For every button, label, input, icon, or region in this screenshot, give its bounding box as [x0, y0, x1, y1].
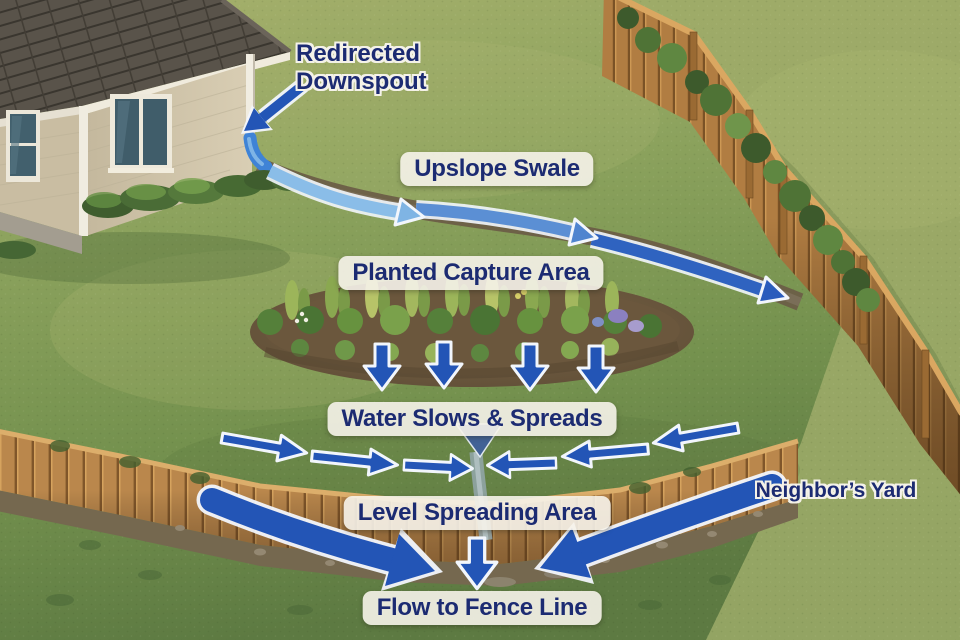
swale-flow-arrow [265, 162, 790, 305]
label-neighbors-yard: Neighbor’s Yard [755, 479, 917, 502]
side-fence [602, 0, 960, 495]
downspout-arrow [241, 78, 308, 134]
corner-trim [79, 106, 88, 236]
flow-arrows [196, 78, 790, 591]
downspout [246, 54, 255, 140]
label-planted-capture-area: Planted Capture Area [338, 256, 604, 290]
house [0, 0, 308, 259]
wall-top-grass [50, 440, 701, 494]
foreground-tufts [46, 540, 731, 615]
label-upslope-swale: Upslope Swale [400, 152, 594, 186]
fence-shrubs [617, 7, 880, 312]
spread-left-arrow [196, 484, 443, 591]
foundation [0, 212, 82, 254]
label-level-spreading-area: Level Spreading Area [343, 496, 611, 530]
label-redirected-downspout: Redirected Downspout [296, 40, 427, 96]
label-flow-to-fence-line: Flow to Fence Line [362, 591, 602, 625]
roof [0, 0, 290, 119]
label-redirected-line1: Redirected [296, 40, 421, 67]
window-right [108, 94, 174, 173]
window-left [6, 110, 40, 182]
flower-accents [294, 289, 644, 332]
label-water-slows-spreads: Water Slows & Spreads [327, 402, 617, 436]
spread-right-arrow [534, 470, 788, 584]
garden-bed [250, 271, 694, 387]
label-redirected-line2: Downspout [296, 68, 427, 95]
